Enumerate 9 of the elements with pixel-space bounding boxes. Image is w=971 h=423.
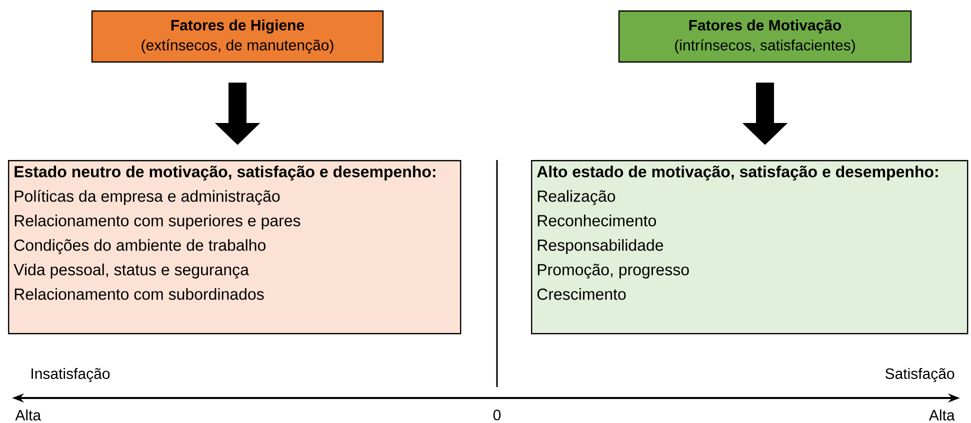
scale-label: Alta xyxy=(929,410,955,420)
scale-label: Satisfação xyxy=(885,368,954,382)
factor-box: Fatores de Motivação (intrínsecos, satisfacientes) xyxy=(618,10,912,63)
scale-label: 0 xyxy=(493,410,501,420)
scale-label: Insatisfação xyxy=(32,368,110,382)
scale-label: Alta xyxy=(15,410,42,420)
list-box: Estado neutro de motivação, satisfação e desempenho: Políticas da empresa e administração Relacionamento com superiores e pares Condições do ambiente de trabalho Vida pessoal, status e segurança Relacionamento com subordinados xyxy=(8,160,462,334)
list-box: Alto estado de motivação, satisfação e desempenho: Realização Reconhecimento Responsabilidade Promoção, progresso Crescimento xyxy=(531,160,968,334)
factor-box: Fatores de Higiene (extínsecos, de manutenção) xyxy=(91,10,384,63)
